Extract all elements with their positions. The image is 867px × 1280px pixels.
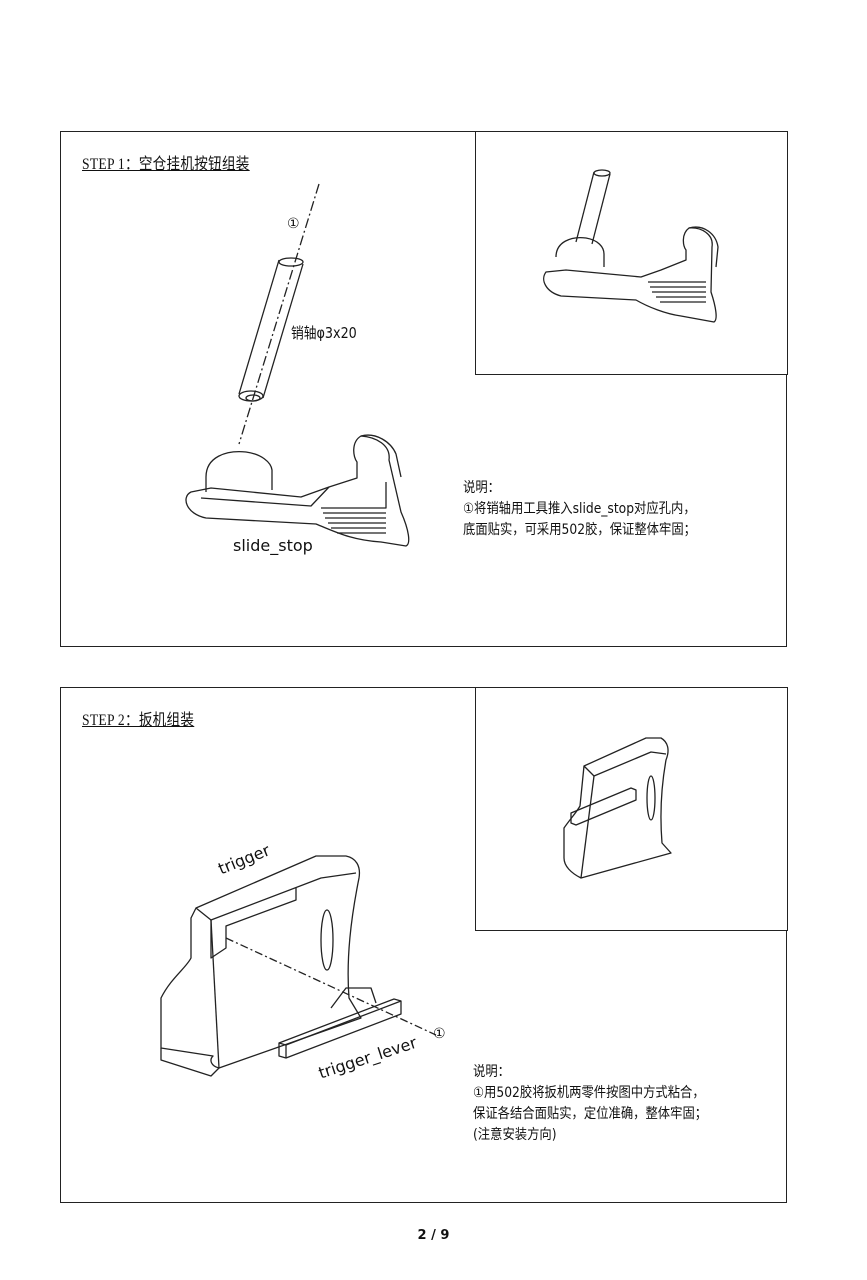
pin-drawing: [238, 257, 304, 402]
trigger-drawing: [160, 855, 362, 1077]
step-1-note: 说明： ①将销轴用工具推入slide_stop对应孔内， 底面贴实，可采用502…: [463, 478, 696, 541]
trigger-lever-drawing: [278, 987, 402, 1059]
note-line: 底面贴实，可采用502胶，保证整体牢固；: [463, 522, 696, 538]
note-line: ①将销轴用工具推入slide_stop对应孔内，: [463, 501, 696, 517]
step-1-callout: ①: [287, 216, 300, 232]
step-2-note: 说明： ①用502胶将扳机两零件按图中方式粘合， 保证各结合面贴实，定位准确，整…: [473, 1062, 707, 1146]
step-2-exploded-drawing: [160, 855, 437, 1077]
note-line: 保证各结合面贴实，定位准确，整体牢固；: [473, 1106, 708, 1122]
step-2-assembled-view: [475, 687, 788, 931]
pin-label: 销轴φ3x20: [291, 324, 357, 342]
page-number: 2 / 9: [417, 1228, 450, 1243]
assembled-trigger-drawing: [563, 737, 672, 879]
step-1-assembled-view: [475, 131, 788, 375]
step-2-panel: STEP 2：扳机组装 trigger trigger_lever ① 说明： …: [60, 687, 788, 1203]
slide-stop-drawing: [185, 434, 410, 547]
step-2-callout: ①: [433, 1026, 446, 1042]
step-1-panel: STEP 1：空仓挂机按钮组装 ① 销轴φ3x20 slide_stop 说明：…: [60, 131, 788, 647]
note-line: ①用502胶将扳机两零件按图中方式粘合，: [473, 1085, 705, 1101]
step-1-exploded-drawing: [185, 183, 410, 547]
assembled-slide-stop-drawing: [543, 169, 719, 323]
note-heading: 说明：: [473, 1064, 510, 1080]
note-heading: 说明：: [463, 480, 500, 496]
slide-stop-label: slide_stop: [233, 536, 313, 555]
step-1-title: STEP 1：空仓挂机按钮组装: [82, 156, 250, 173]
step-2-title: STEP 2：扳机组装: [82, 712, 195, 729]
note-line: (注意安装方向): [473, 1127, 557, 1143]
